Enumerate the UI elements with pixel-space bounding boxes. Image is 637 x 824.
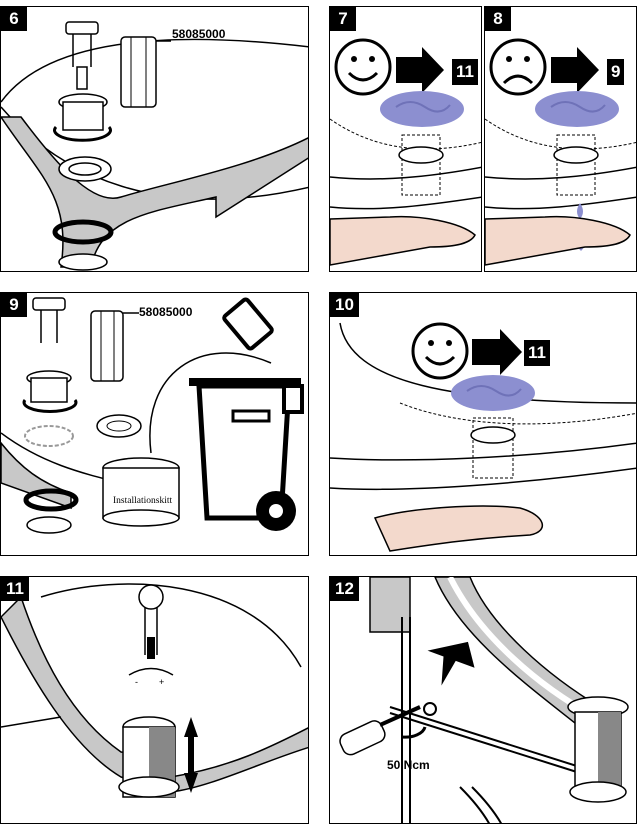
step-number: 10 — [330, 293, 359, 317]
panel-step-11: 11 - + — [0, 576, 309, 824]
screwdriver-icon — [339, 705, 421, 756]
rotate-arrow — [53, 125, 112, 142]
sad-face-icon — [489, 38, 547, 96]
hand — [330, 215, 476, 266]
basin-wall — [1, 595, 308, 793]
smiley-face-icon — [411, 322, 469, 380]
drain-disc — [380, 91, 464, 127]
part-number-label: 58085000 — [139, 305, 193, 319]
step-number: 6 — [1, 7, 27, 31]
part-number-label: 58085000 — [172, 27, 226, 41]
panel-step-7: 7 11 — [329, 6, 482, 272]
step-number: 11 — [1, 577, 29, 601]
step-number: 7 — [330, 7, 356, 31]
smiley-face-icon — [334, 38, 392, 96]
target-step-box: 11 — [524, 340, 550, 366]
step-number: 9 — [1, 293, 27, 317]
right-arrow-icon — [396, 47, 444, 93]
illustration-step-6 — [1, 21, 308, 271]
illustration-step-12 — [339, 577, 629, 823]
right-arrow-icon — [551, 47, 599, 93]
basin-wall — [1, 116, 308, 268]
spare-cartridge — [120, 36, 157, 108]
panel-step-6: 6 58085000 — [0, 6, 309, 272]
waste-bin-icon — [189, 297, 304, 531]
basin-outline — [1, 38, 308, 103]
tin-label: Installationskitt — [113, 496, 173, 506]
panel-step-8: 8 9 — [484, 6, 637, 272]
target-step-box: 11 — [452, 59, 478, 85]
plus-sign: + — [159, 677, 165, 687]
minus-sign: - — [135, 677, 138, 687]
target-step-box: 9 — [607, 59, 625, 85]
illustration-step-11 — [1, 583, 308, 798]
illustration-step-7 — [330, 38, 481, 266]
panel-step-10: 10 11 — [329, 292, 637, 556]
step-number: 12 — [330, 577, 359, 601]
illustration-step-8 — [485, 38, 636, 266]
hand — [373, 505, 543, 552]
plug-cap — [65, 21, 99, 35]
right-arrow-icon — [472, 329, 522, 375]
panel-step-12: 12 50 Ncm — [329, 576, 637, 824]
water-drop — [577, 203, 583, 219]
illustration-step-9 — [1, 297, 304, 534]
basin-wall — [1, 441, 72, 510]
panel-step-9: 9 58085000 Installationskitt — [0, 292, 309, 556]
hand — [485, 215, 631, 266]
drain-disc — [451, 375, 535, 411]
o-ring — [52, 219, 114, 245]
step-number: 8 — [485, 7, 511, 31]
illustration-step-10 — [330, 322, 636, 552]
torque-label: 50 Ncm — [387, 758, 430, 772]
drain-disc — [535, 91, 619, 127]
